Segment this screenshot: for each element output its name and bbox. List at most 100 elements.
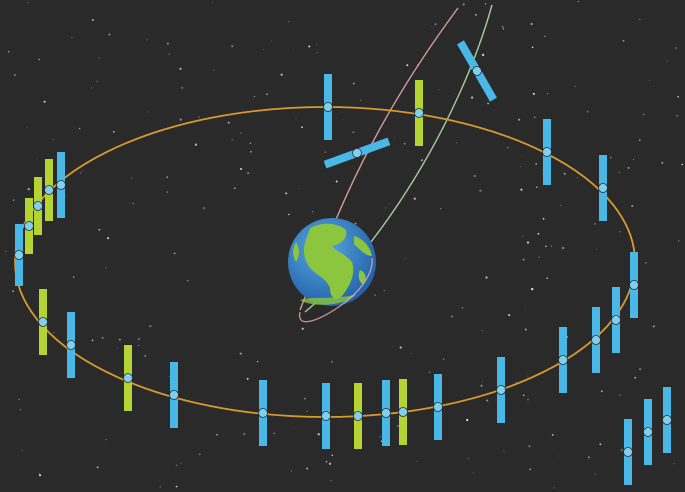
star <box>117 347 119 349</box>
star <box>594 473 597 475</box>
star <box>428 371 431 373</box>
star <box>416 461 418 462</box>
star <box>639 139 641 141</box>
star <box>81 170 83 172</box>
satellite-body <box>321 411 331 421</box>
satellite-body <box>33 201 43 211</box>
star <box>531 46 534 49</box>
satellite-icon <box>14 224 24 286</box>
star <box>501 25 504 28</box>
star <box>297 188 299 190</box>
star <box>661 161 664 164</box>
star <box>36 158 37 160</box>
star <box>633 158 634 160</box>
star <box>536 186 538 188</box>
satellite-body <box>629 280 639 290</box>
satellite-icon <box>433 374 443 440</box>
satellite-body <box>398 407 408 417</box>
star <box>562 246 565 250</box>
star <box>479 189 482 192</box>
star <box>354 222 357 225</box>
satellite-icon <box>398 379 408 445</box>
star <box>21 449 23 451</box>
star <box>676 114 679 117</box>
star <box>542 217 545 220</box>
star <box>430 26 432 27</box>
star <box>473 472 475 474</box>
star <box>397 425 399 427</box>
star <box>475 13 477 16</box>
star <box>503 450 505 452</box>
starfield <box>5 1 684 489</box>
satellite-icon <box>321 383 331 449</box>
star <box>233 187 236 190</box>
star <box>312 211 314 213</box>
star <box>79 172 81 174</box>
star <box>147 111 148 113</box>
star <box>212 1 213 3</box>
star <box>577 1 579 3</box>
star <box>131 177 133 179</box>
satellite-body <box>542 147 552 157</box>
star <box>674 47 677 49</box>
star <box>38 472 40 474</box>
star <box>443 358 445 360</box>
satellite-icon <box>414 80 424 146</box>
star <box>38 58 40 61</box>
star <box>486 399 489 402</box>
star <box>98 228 101 231</box>
star <box>480 384 483 387</box>
star <box>168 53 170 55</box>
star <box>149 324 152 328</box>
star <box>502 28 505 30</box>
star <box>91 339 94 342</box>
star <box>213 69 215 71</box>
star <box>263 49 265 51</box>
star <box>644 261 647 264</box>
star <box>18 398 20 400</box>
star <box>586 110 589 113</box>
satellite-body <box>496 385 506 395</box>
star <box>303 397 306 400</box>
satellite-icon <box>323 137 391 169</box>
star <box>524 328 527 331</box>
star <box>72 276 75 279</box>
star <box>187 279 189 282</box>
star <box>295 118 297 120</box>
star <box>90 87 93 89</box>
star <box>455 142 457 143</box>
star <box>132 202 135 205</box>
star <box>481 53 485 57</box>
star <box>550 245 552 247</box>
satellite-body <box>591 335 601 345</box>
star <box>518 118 521 121</box>
star <box>522 258 525 261</box>
star <box>553 487 555 489</box>
star <box>529 468 532 471</box>
star <box>43 100 46 103</box>
star <box>551 434 554 436</box>
star <box>231 138 234 141</box>
star <box>374 294 376 297</box>
star <box>38 474 42 477</box>
star <box>596 248 598 250</box>
star <box>202 206 206 210</box>
satellite-icon <box>623 419 633 485</box>
star <box>461 307 464 309</box>
star <box>520 188 523 191</box>
star <box>173 252 176 255</box>
star <box>331 361 333 363</box>
star <box>406 64 409 67</box>
star <box>487 102 489 105</box>
star <box>600 390 603 393</box>
star <box>179 118 182 121</box>
star <box>316 51 318 54</box>
satellite-icon <box>496 357 506 423</box>
star <box>537 232 540 235</box>
star <box>560 205 562 207</box>
star <box>434 23 437 26</box>
star <box>342 119 344 121</box>
star <box>253 95 256 98</box>
star <box>532 92 535 95</box>
satellite-body <box>24 221 34 231</box>
